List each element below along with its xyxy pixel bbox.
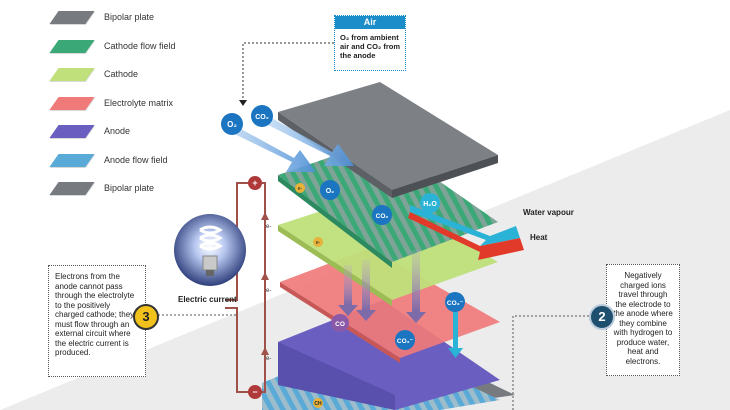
o2-flow-molecule: [320, 180, 340, 200]
air-pointer-arrow: [239, 100, 247, 106]
ion-down-arrow-2: [362, 260, 370, 310]
o2-flow-arrow: [222, 122, 316, 172]
o2-in-label: O₂: [227, 120, 237, 129]
negative-terminal: [248, 385, 262, 399]
co3-left-molecule: [331, 314, 349, 332]
h2o-label: H₂O: [423, 201, 437, 208]
electron-label: e-: [266, 288, 271, 294]
legend-swatch: [49, 124, 95, 138]
plus-sign: +: [252, 178, 257, 188]
air-text: O₂ from ambient air and CO₂ from the ano…: [340, 33, 401, 60]
minus-sign: −: [252, 387, 257, 397]
step2-info-box: Negatively charged ions travel through t…: [606, 264, 680, 376]
ch4-label: CH: [314, 401, 322, 407]
ion-down-arrow-1: [344, 265, 352, 305]
co3-mid-molecule: [395, 330, 415, 350]
co3-down-arrow: [453, 312, 458, 348]
legend-swatch: [49, 67, 95, 81]
heat-label: Heat: [530, 233, 548, 242]
legend-item: Electrolyte matrix: [48, 96, 173, 110]
legend-item: Anode flow field: [48, 153, 168, 167]
legend-swatch: [49, 96, 95, 110]
electron-dot-label: e-: [316, 240, 321, 246]
heat-arrow: [408, 212, 524, 260]
electron-label: e-: [266, 356, 271, 362]
water-vapour-arrow: [410, 205, 520, 246]
co2-in-molecule: [251, 105, 273, 127]
step2-text: Negatively charged ions travel through t…: [613, 271, 673, 366]
ion-down-arrow-3: [412, 250, 420, 312]
co3-right-molecule: [445, 292, 465, 312]
positive-terminal: [248, 176, 262, 190]
step3-info-box: Electrons from the anode cannot pass thr…: [48, 265, 146, 377]
air-pointer-line: [242, 42, 334, 100]
air-info-box: Air O₂ from ambient air and CO₂ from the…: [334, 15, 406, 71]
co3-mid-label: CO₃⁻: [397, 338, 414, 345]
legend-item: Bipolar plate: [48, 10, 154, 24]
electron-dot: [313, 237, 323, 247]
co3-right-label: CO₃⁻: [447, 300, 464, 307]
co2-flow-molecule: [372, 205, 392, 225]
o2-flow-label: O₂: [326, 188, 335, 195]
legend-item: Bipolar plate: [48, 181, 154, 195]
step3-badge: 3: [133, 304, 159, 330]
step3-text: Electrons from the anode cannot pass thr…: [55, 272, 135, 357]
electron-label: e-: [266, 224, 271, 230]
co2-flow-arrow: [262, 116, 354, 166]
legend-item: Cathode: [48, 67, 138, 81]
step2-pointer: [512, 315, 605, 410]
electric-current-label: Electric current: [178, 295, 237, 304]
co2-flow-label: CO₂: [376, 213, 389, 220]
legend-swatch: [49, 39, 95, 53]
layer-bipolar-plate-top: [278, 82, 498, 190]
legend-item: Cathode flow field: [48, 39, 176, 53]
legend-swatch: [49, 153, 95, 167]
legend-swatch: [49, 10, 95, 24]
electron-dot: [313, 398, 323, 408]
water-vapour-label: Water vapour: [523, 208, 574, 217]
step2-badge: 2: [589, 304, 615, 330]
legend-swatch: [49, 181, 95, 195]
electron-dot: [295, 183, 305, 193]
o2-in-molecule: [221, 113, 243, 135]
legend-item: Anode: [48, 124, 130, 138]
air-title: Air: [335, 16, 405, 29]
circuit-wire-bottom: [225, 307, 255, 393]
electron-dot-label: e-: [298, 186, 303, 192]
co2-in-label: CO₂: [255, 114, 269, 121]
co3-left-label: CO: [335, 321, 345, 328]
h2o-molecule: [420, 193, 440, 213]
